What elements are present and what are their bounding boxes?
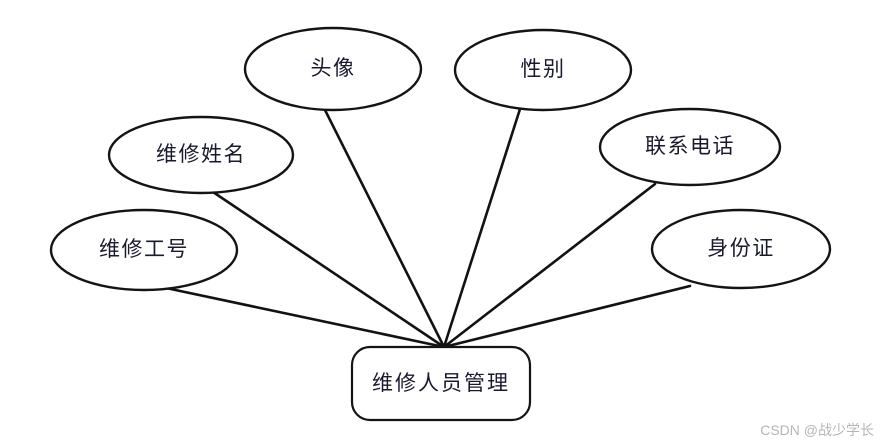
attribute-ellipse-id-card[interactable] xyxy=(650,208,832,290)
attribute-label-gender: 性别 xyxy=(521,57,566,81)
connector-line-gender xyxy=(442,107,522,349)
attribute-node-avatar[interactable]: 头像 xyxy=(243,26,423,112)
attribute-label-contact-phone: 联系电话 xyxy=(645,134,735,158)
entity-box[interactable] xyxy=(350,345,532,422)
connector-line-id-card xyxy=(442,284,692,349)
attribute-node-repair-staff-id[interactable]: 维修工号 xyxy=(49,208,239,292)
attribute-label-repair-staff-id: 维修工号 xyxy=(99,237,189,261)
attribute-label-id-card: 身份证 xyxy=(707,236,775,260)
attribute-ellipse-avatar[interactable] xyxy=(243,26,423,112)
attribute-ellipse-repair-staff-id[interactable] xyxy=(49,208,239,292)
attribute-ellipse-repair-staff-name[interactable] xyxy=(107,115,295,195)
attribute-label-repair-staff-name: 维修姓名 xyxy=(156,142,246,166)
attribute-ellipse-contact-phone[interactable] xyxy=(598,107,782,187)
entity-node[interactable]: 维修人员管理 xyxy=(350,345,532,422)
connector-line-avatar xyxy=(323,108,446,349)
csdn-watermark: CSDN @战少学长 xyxy=(760,422,874,438)
attribute-node-repair-staff-name[interactable]: 维修姓名 xyxy=(107,115,295,195)
connector-line-repair-staff-id xyxy=(164,286,446,349)
connector-lines xyxy=(164,107,692,349)
entity-label: 维修人员管理 xyxy=(372,371,510,395)
attribute-node-contact-phone[interactable]: 联系电话 xyxy=(598,107,782,187)
connector-line-contact-phone xyxy=(442,182,657,349)
attribute-node-id-card[interactable]: 身份证 xyxy=(650,208,832,290)
attribute-node-gender[interactable]: 性别 xyxy=(453,28,633,112)
connector-line-repair-staff-name xyxy=(211,190,446,349)
attribute-ellipse-gender[interactable] xyxy=(453,28,633,112)
attribute-label-avatar: 头像 xyxy=(311,56,356,80)
